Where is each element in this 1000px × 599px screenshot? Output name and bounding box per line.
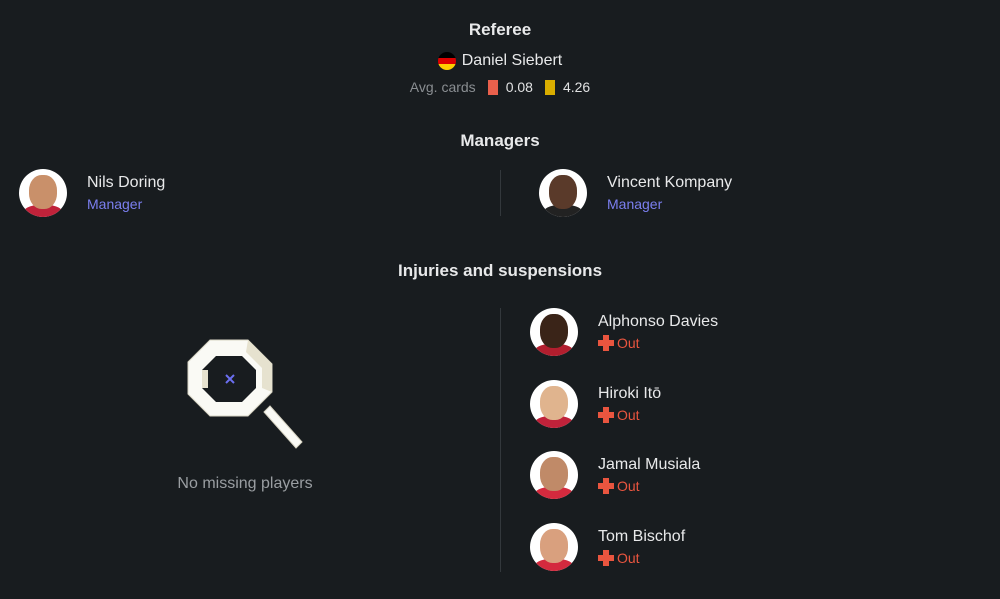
avg-cards: Avg. cards 0.08 4.26 [0,79,1000,95]
divider [500,170,501,216]
injury-cross-icon [598,478,614,494]
avatar [539,169,587,217]
referee-name: Daniel Siebert [461,52,563,69]
player-item[interactable]: Jamal Musiala Out [530,451,700,499]
avg-cards-label: Avg. cards [409,79,476,95]
avatar [530,451,578,499]
yellow-card-value: 4.26 [562,79,591,95]
player-item[interactable]: Alphonso Davies Out [530,308,718,356]
player-name: Hiroki Itō [598,385,662,402]
player-status: Out [617,335,640,351]
avatar [19,169,67,217]
injury-cross-icon [598,550,614,566]
referee-heading: Referee [468,20,532,39]
yellow-card-icon [544,79,555,95]
injury-cross-icon [598,407,614,423]
manager-home[interactable]: Nils Doring Manager [19,169,165,217]
player-item[interactable]: Hiroki Itō Out [530,380,661,428]
managers-heading: Managers [460,131,540,150]
manager-name: Vincent Kompany [607,174,733,191]
referee-row[interactable]: Daniel Siebert [0,52,1000,70]
player-status: Out [617,550,640,566]
red-card-icon [487,79,498,95]
player-item[interactable]: Tom Bischof Out [530,523,685,571]
no-missing-players-text: No missing players [177,475,313,492]
avatar [530,308,578,356]
player-name: Alphonso Davies [598,313,719,330]
player-name: Tom Bischof [598,528,686,545]
injuries-heading: Injuries and suspensions [397,261,603,280]
player-name: Jamal Musiala [598,456,701,473]
germany-flag-icon [437,52,456,70]
manager-away[interactable]: Vincent Kompany Manager [539,169,732,217]
manager-role: Manager [87,196,143,212]
manager-name: Nils Doring [87,174,166,191]
red-card-value: 0.08 [505,79,533,95]
manager-role: Manager [607,196,663,212]
player-status: Out [617,407,640,423]
magnifier-empty-icon [187,339,303,449]
divider [500,308,501,572]
injury-cross-icon [598,335,614,351]
avatar [530,523,578,571]
player-status: Out [617,478,640,494]
avatar [530,380,578,428]
